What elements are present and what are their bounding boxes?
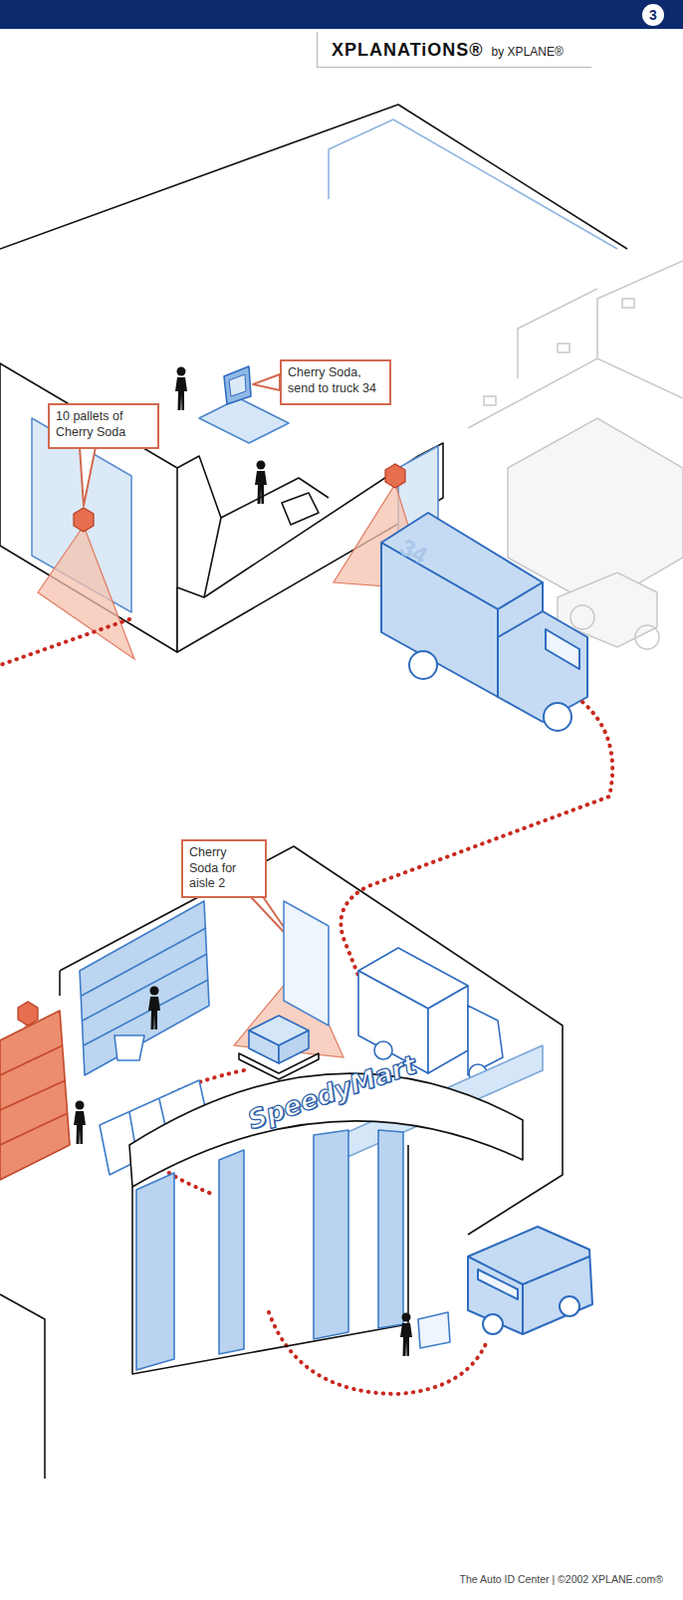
- truck-34: [545, 629, 580, 670]
- store: [283, 901, 329, 1026]
- logo-box: XPLANATiONS® by XPLANE®: [316, 31, 592, 68]
- store: [0, 1045, 63, 1076]
- store: [0, 1294, 45, 1479]
- warehouse: [328, 119, 394, 200]
- reader-beams: [37, 525, 135, 660]
- shopper-figure: [400, 1313, 413, 1358]
- callout-pointers: [79, 374, 297, 946]
- van: [467, 1226, 593, 1335]
- ghost-buildings: [467, 358, 683, 429]
- callout-box: 10 pallets of Cherry Soda: [47, 403, 160, 450]
- header-bar: [0, 0, 683, 29]
- node-text: Cherry Soda for aisle 2: [189, 845, 259, 893]
- store: [0, 1010, 70, 1180]
- store: [418, 1312, 451, 1349]
- callout-box: Cherry Soda, send to truck 34: [279, 359, 392, 406]
- store: [132, 1144, 409, 1374]
- van: [521, 1284, 524, 1335]
- store: [79, 901, 210, 1076]
- truck-34: [497, 611, 588, 722]
- store: [0, 846, 563, 1479]
- warehouse: [0, 104, 628, 249]
- warehouse: [177, 455, 222, 598]
- node-text: 10 pallets of Cherry Soda: [55, 409, 152, 441]
- store: [83, 979, 209, 1046]
- ghost-buildings: [622, 298, 635, 308]
- warehouse: [393, 119, 618, 249]
- shopper-figure: [148, 986, 161, 1031]
- rfid-path: [340, 701, 613, 981]
- van: [467, 1226, 593, 1335]
- store: [82, 953, 208, 1021]
- truck-34: [381, 542, 498, 697]
- rfid-readers: [73, 507, 94, 532]
- rfid-path: [0, 619, 613, 1394]
- store: [136, 1172, 175, 1370]
- rfid-readers: [17, 1001, 38, 1026]
- store: [428, 985, 468, 1074]
- caption: The Auto ID Center | ©2002 XPLANE.com®: [459, 1573, 664, 1586]
- warehouse: [199, 398, 289, 444]
- store: [114, 1035, 145, 1061]
- worker-figure: [254, 460, 267, 505]
- van: [482, 1314, 503, 1335]
- store: [219, 1149, 244, 1355]
- truck-34: [381, 512, 588, 731]
- store: [59, 846, 563, 1235]
- store: [313, 1130, 349, 1340]
- store: [248, 1030, 279, 1064]
- worker-figure: [73, 1101, 86, 1145]
- node-text: by XPLANE®: [491, 44, 564, 59]
- warehouse: [228, 374, 246, 397]
- callout-pointers: [252, 374, 280, 391]
- warehouse: [224, 366, 251, 405]
- store: [378, 1130, 404, 1329]
- van: [477, 1269, 518, 1300]
- ghost-buildings: [557, 343, 570, 353]
- ghost-buildings: [517, 288, 598, 379]
- van: [559, 1296, 580, 1317]
- callout-pointers: [79, 447, 96, 506]
- store: [81, 927, 207, 996]
- rfid-readers: [385, 463, 406, 488]
- warehouse: [281, 492, 319, 525]
- reader-beams: [0, 483, 429, 1106]
- store: [0, 1080, 66, 1111]
- worker-figure: [175, 367, 188, 412]
- node-text: Cherry Soda, send to truck 34: [287, 365, 384, 397]
- store: [58, 970, 61, 996]
- rfid-readers: [17, 463, 406, 1026]
- rfid-path: [0, 619, 130, 666]
- ghost-buildings: [570, 605, 595, 630]
- page-number-circle: 3: [642, 3, 665, 26]
- ghost-buildings: [597, 260, 683, 359]
- node-text: XPLANATiONS®: [331, 39, 484, 61]
- truck-34: [543, 702, 572, 731]
- truck-34: [409, 651, 438, 680]
- ghost-buildings: [483, 396, 496, 406]
- ghost-buildings: [635, 625, 660, 650]
- store: [278, 1030, 309, 1064]
- callout-box: Cherry Soda for aisle 2: [181, 839, 267, 899]
- store: [238, 1053, 319, 1080]
- node-text: 3: [649, 6, 658, 23]
- store: [0, 1113, 68, 1145]
